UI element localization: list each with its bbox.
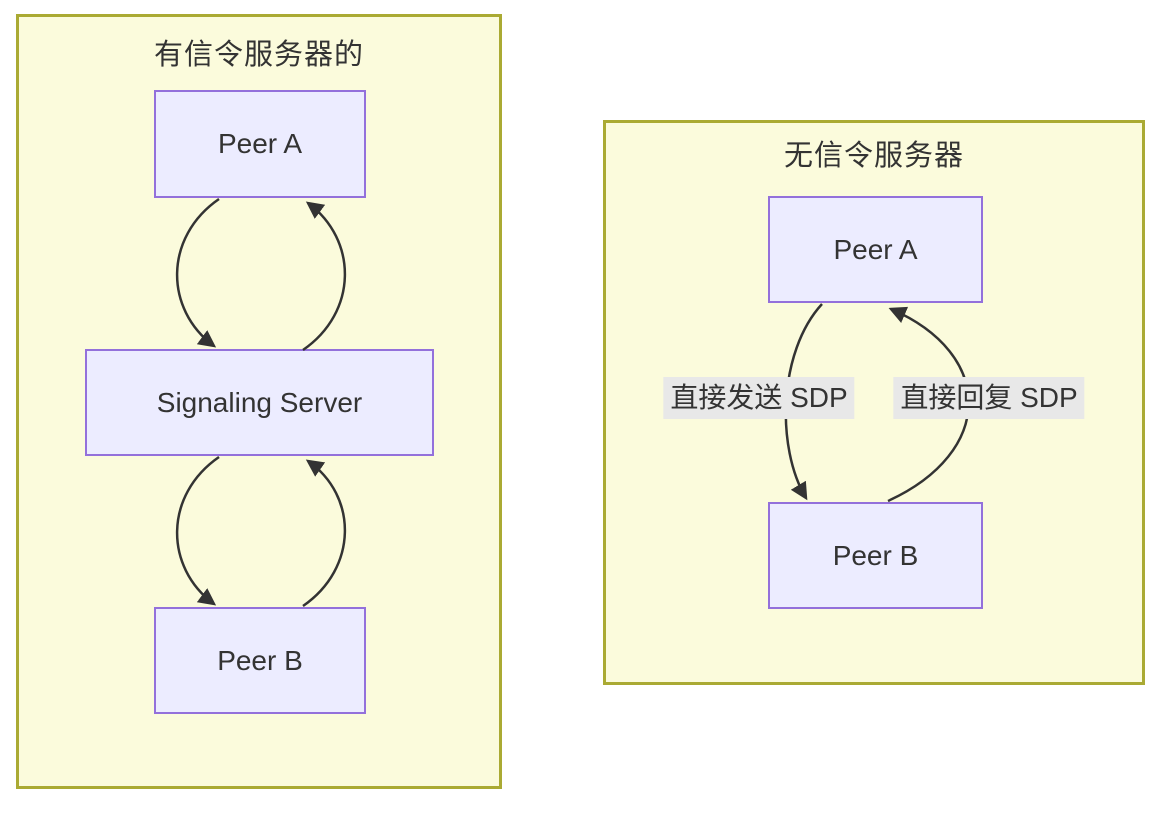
node-peer-a-right: Peer A	[768, 196, 983, 303]
edge-label-reply-sdp: 直接回复 SDP	[893, 377, 1085, 419]
node-peer-b-left: Peer B	[154, 607, 366, 714]
cluster-with-signaling-server-title: 有信令服务器的	[153, 39, 364, 71]
node-signaling-server: Signaling Server	[85, 349, 434, 456]
node-peer-b-right: Peer B	[768, 502, 983, 609]
node-peer-a-left: Peer A	[154, 90, 366, 198]
cluster-without-signaling-server-title: 无信令服务器	[783, 140, 964, 172]
edge-label-send-sdp: 直接发送 SDP	[663, 377, 855, 419]
